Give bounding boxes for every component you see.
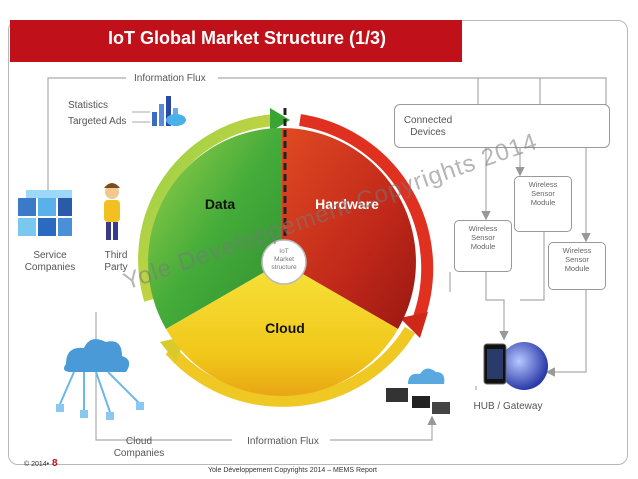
hardware-segment-label: Hardware <box>315 196 379 212</box>
flux-line-top <box>218 77 607 108</box>
data-segment-label: Data <box>204 196 236 212</box>
flux-line-left-up <box>47 77 126 195</box>
data-arrow-ring <box>138 114 277 302</box>
hardware-arrowhead <box>400 312 428 338</box>
page-number: 8 <box>52 458 58 469</box>
flux-line-bottom-right <box>330 415 437 441</box>
hub-gateway-icon <box>483 342 548 390</box>
copyright-mark: © 2014• <box>24 461 50 468</box>
cloud-arrow-ring <box>165 326 416 407</box>
connected-devices-box <box>394 104 610 148</box>
hardware-segment <box>282 128 416 329</box>
data-arrowhead <box>270 108 290 132</box>
information-flux-top-label: Information Flux <box>134 73 206 84</box>
center-circle <box>261 239 307 285</box>
cloud-network-icon <box>56 339 144 420</box>
person-icon <box>104 183 120 240</box>
hub-gateway-label: HUB / Gateway <box>473 401 543 412</box>
hardware-arrow-ring <box>299 114 434 323</box>
cloud-segment-label: Cloud <box>265 320 305 336</box>
targeted-ads-label: Targeted Ads <box>68 116 127 127</box>
title-banner <box>10 20 462 62</box>
data-segment <box>148 128 282 329</box>
statistics-chart-icon <box>152 96 186 126</box>
slide-title: IoT Global Market Structure (1/3) <box>108 28 387 48</box>
cloud-segment <box>166 262 398 396</box>
footer-text: Yole Développement Copyrights 2014 – MEM… <box>208 467 378 474</box>
connected-devices-cloud-icon <box>386 368 450 414</box>
information-flux-bottom-label: Information Flux <box>247 436 319 447</box>
statistics-label: Statistics <box>68 100 109 111</box>
cube-icon <box>18 190 72 236</box>
